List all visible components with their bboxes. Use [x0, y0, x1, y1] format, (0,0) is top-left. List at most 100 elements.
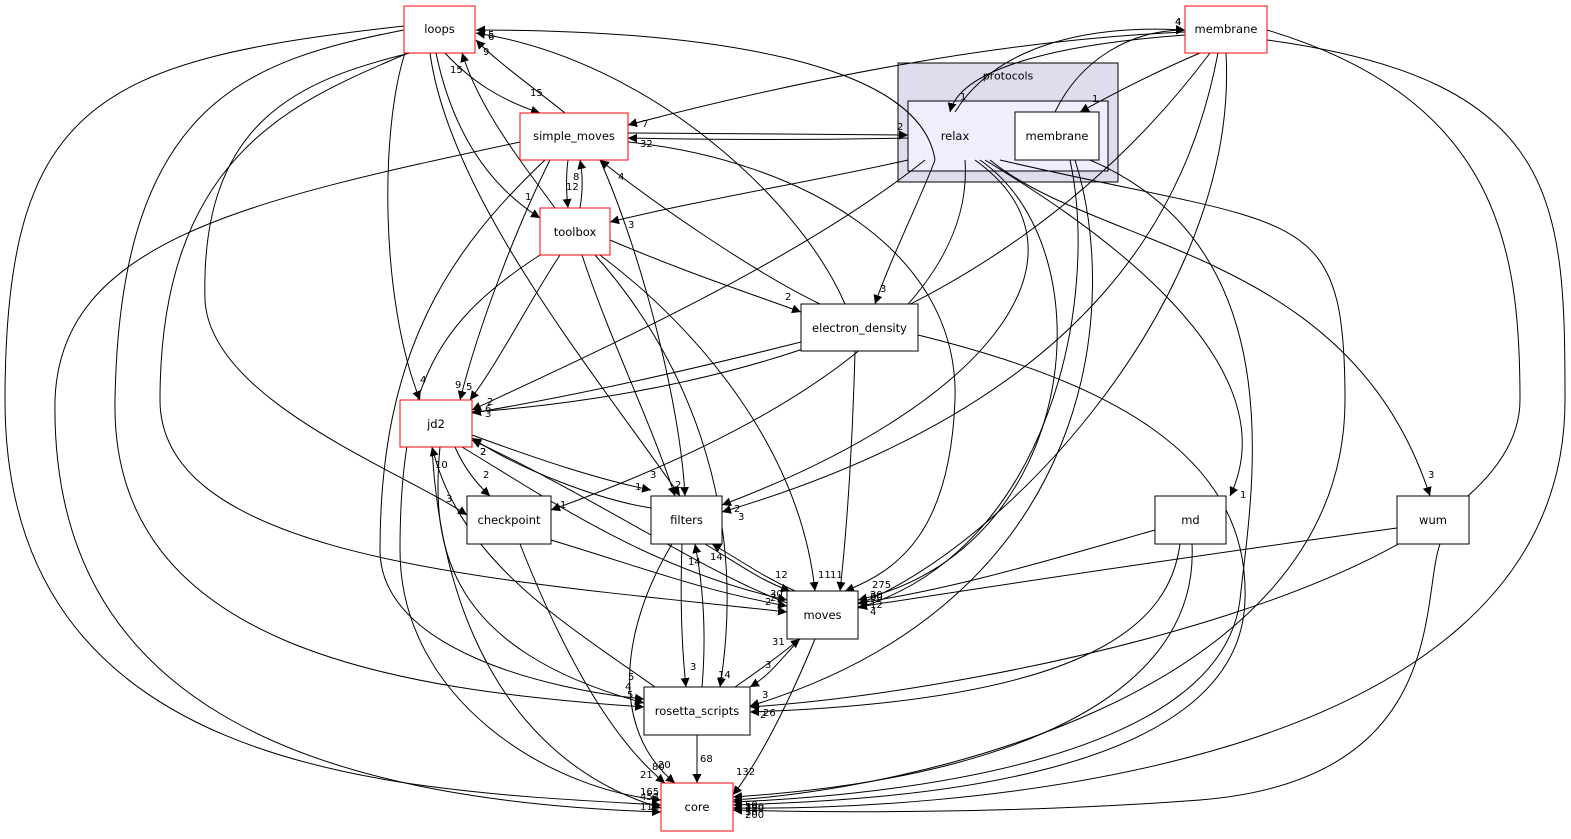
edge-label-simple-moves-to-loops[interactable]: 9: [483, 47, 489, 58]
edge-relax-to-wum[interactable]: [989, 159, 1432, 497]
edge-label-relax-to-loops[interactable]: 6: [488, 32, 494, 43]
edge-electron-density-to-core[interactable]: [732, 334, 1246, 810]
edge-toolbox-to-filters[interactable]: [581, 254, 677, 497]
edge-label-membrane-top-to-relax[interactable]: 1: [960, 92, 966, 103]
edge-label-md-to-core[interactable]: 50: [745, 800, 758, 811]
edge-electron-density-to-moves[interactable]: [836, 350, 856, 592]
node-wum-box[interactable]: [1396, 495, 1470, 545]
edge-label-membrane-top-to-moves[interactable]: 20: [870, 590, 883, 601]
edge-loops-to-filters[interactable]: [429, 52, 681, 497]
edge-membrane-top-to-core[interactable]: [732, 39, 1566, 813]
edge-toolbox-to-jd2[interactable]: [469, 254, 561, 401]
edge-moves-to-core[interactable]: [732, 638, 816, 796]
edge-toolbox-to-rosetta-scripts[interactable]: [594, 254, 728, 688]
node-core[interactable]: core: [660, 782, 734, 832]
edge-label-loops-to-core[interactable]: 165: [640, 787, 659, 798]
edge-rosetta-scripts-to-filters[interactable]: [692, 543, 705, 688]
node-relax[interactable]: relax: [941, 129, 970, 143]
edge-md-to-rosetta-scripts[interactable]: [749, 543, 1181, 717]
node-jd2[interactable]: jd2: [399, 399, 473, 448]
edge-moves-to-jd2[interactable]: [471, 439, 788, 604]
edge-label-relax-to-jd2[interactable]: 6: [485, 404, 491, 415]
edge-label-electron-density-to-jd2[interactable]: 3: [485, 409, 491, 420]
edge-label-electron-density-to-loops[interactable]: 5: [488, 30, 494, 41]
edge-label-rosetta-scripts-to-filters[interactable]: 14: [688, 557, 701, 568]
edge-membrane-top-to-membrane-proto[interactable]: [1079, 52, 1201, 113]
node-simple-moves[interactable]: simple_moves: [519, 112, 629, 161]
edge-label-electron-density-to-simple-moves[interactable]: 4: [618, 172, 624, 183]
edge-toolbox-to-simple-moves[interactable]: [577, 159, 587, 209]
edge-label-toolbox-to-loops[interactable]: 15: [450, 65, 463, 76]
edge-membrane-top-to-simple-moves[interactable]: [627, 31, 1186, 128]
edge-simple-moves-to-moves[interactable]: [627, 141, 956, 592]
node-moves-box[interactable]: [786, 590, 859, 640]
edge-label-rosetta-scripts-to-jd2[interactable]: 10: [435, 460, 448, 471]
edge-label-loops-to-filters[interactable]: 3: [650, 470, 656, 481]
node-toolbox-label[interactable]: toolbox: [554, 225, 597, 239]
edge-label-simple-moves-to-relax[interactable]: 2: [897, 122, 903, 133]
edge-jd2-to-core[interactable]: [431, 446, 662, 810]
edge-filters-to-rosetta-scripts[interactable]: [680, 543, 690, 688]
edge-simple-moves-to-filters[interactable]: [599, 159, 690, 497]
edge-electron-density-to-simple-moves[interactable]: [599, 159, 821, 305]
node-filters[interactable]: filters: [650, 495, 723, 545]
edge-membrane-proto-to-moves[interactable]: [857, 159, 1079, 610]
edge-membrane-proto-to-membrane-top[interactable]: [1054, 25, 1186, 113]
edge-loops-to-toolbox[interactable]: [435, 52, 541, 219]
edge-membrane-top-to-moves[interactable]: [857, 52, 1228, 605]
edge-label-membrane-top-to-membrane-proto[interactable]: 1: [1092, 94, 1098, 105]
edge-toolbox-to-loops[interactable]: [460, 52, 556, 209]
edge-label-relax-to-membrane-top[interactable]: 4: [1175, 17, 1181, 28]
edge-relax-to-simple-moves[interactable]: [627, 133, 909, 143]
node-md-box[interactable]: [1154, 495, 1227, 545]
edge-label-rosetta-scripts-to-moves[interactable]: 31: [772, 637, 785, 648]
edge-label-simple-moves-to-core[interactable]: 453: [640, 792, 659, 803]
node-membrane-top-box[interactable]: [1184, 5, 1268, 54]
edge-toolbox-to-electron-density[interactable]: [609, 239, 802, 314]
edge-label-toolbox-to-simple-moves[interactable]: 8: [573, 172, 579, 183]
edge-label-membrane-top-to-core[interactable]: 200: [745, 810, 764, 821]
edge-md-to-core[interactable]: [732, 543, 1193, 801]
edge-label-membrane-proto-to-moves[interactable]: 12: [870, 600, 883, 611]
node-moves-label[interactable]: moves: [803, 608, 841, 622]
edge-filters-to-core[interactable]: [629, 543, 676, 784]
edge-label-relax-to-md[interactable]: 1: [1240, 490, 1246, 501]
edge-relax-to-moves[interactable]: [857, 159, 1058, 603]
edge-label-toolbox-to-rosetta-scripts[interactable]: 14: [718, 670, 731, 681]
node-filters-label[interactable]: filters: [670, 513, 703, 527]
edge-simple-moves-to-loops[interactable]: [475, 39, 566, 114]
edge-label-jd2-to-moves[interactable]: 30: [770, 589, 783, 600]
edge-toolbox-to-core[interactable]: [399, 254, 662, 804]
node-toolbox-box[interactable]: [539, 207, 611, 256]
node-jd2-label[interactable]: jd2: [426, 417, 445, 431]
edge-label-toolbox-to-moves[interactable]: 11: [818, 570, 831, 581]
edge-label-relax-to-simple-moves[interactable]: 32: [640, 139, 653, 150]
edge-label-membrane-proto-to-core[interactable]: 150: [745, 804, 764, 815]
node-loops-box[interactable]: [403, 5, 476, 54]
edge-membrane-proto-to-core[interactable]: [732, 159, 1253, 807]
edge-label-loops-to-rosetta-scripts[interactable]: 4: [625, 682, 631, 693]
edge-electron-density-to-loops[interactable]: [475, 29, 846, 305]
edge-label-loops-to-jd2[interactable]: 4: [420, 375, 426, 386]
node-rosetta-scripts[interactable]: rosetta_scripts: [643, 686, 751, 736]
edge-label-simple-moves-to-rosetta-scripts[interactable]: 5: [628, 672, 634, 683]
edge-label-membrane-top-to-simple-moves[interactable]: 7: [642, 119, 648, 130]
edge-loops-to-jd2[interactable]: [387, 52, 421, 401]
edge-label-jd2-to-filters[interactable]: 1: [635, 482, 641, 493]
edge-rosetta-scripts-to-jd2[interactable]: [429, 446, 656, 688]
node-rosetta-scripts-label[interactable]: rosetta_scripts: [655, 704, 739, 718]
edge-label-toolbox-to-core[interactable]: 21: [640, 770, 653, 781]
edge-label-checkpoint-to-moves[interactable]: 2: [770, 593, 776, 604]
edge-loops-to-checkpoint[interactable]: [204, 52, 468, 516]
edge-label-filters-to-moves[interactable]: 12: [775, 570, 788, 581]
edge-relax-to-md[interactable]: [984, 159, 1243, 497]
edge-label-relax-to-filters[interactable]: 2: [734, 504, 740, 515]
edge-loops-to-simple-moves[interactable]: [444, 52, 541, 115]
node-loops[interactable]: loops: [403, 5, 476, 54]
node-membrane-protocols-box[interactable]: [1014, 111, 1100, 161]
node-jd2-box[interactable]: [399, 399, 473, 448]
node-membrane-top[interactable]: membrane: [1184, 5, 1268, 54]
edge-rosetta-scripts-to-moves[interactable]: [734, 638, 801, 688]
edge-checkpoint-to-core[interactable]: [519, 543, 666, 784]
edge-label-moves-to-core[interactable]: 132: [736, 767, 755, 778]
